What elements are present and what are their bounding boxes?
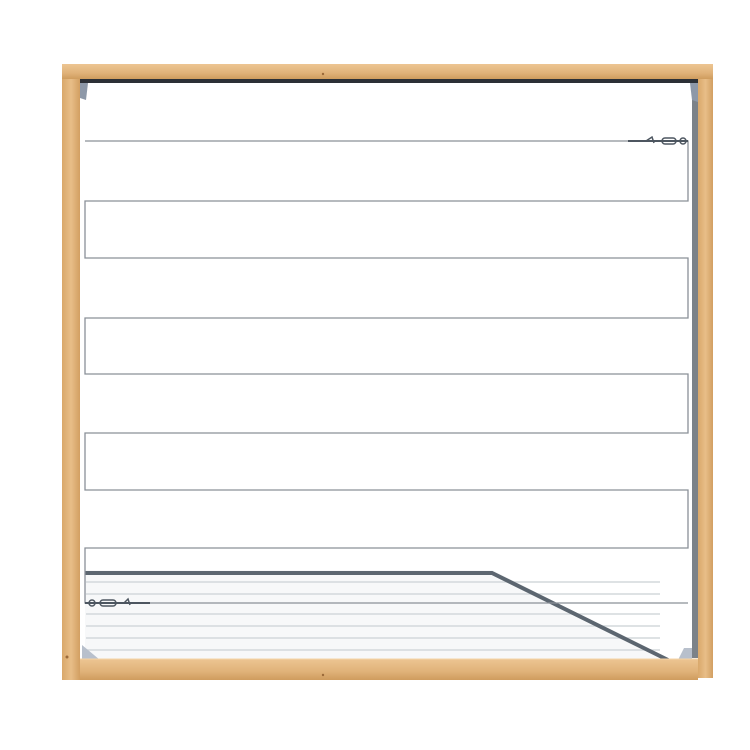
top-rail — [62, 64, 713, 79]
floor-shadow — [85, 570, 670, 662]
floor-lines — [86, 581, 660, 651]
turnbuckle-top-right-icon — [628, 135, 688, 145]
right-post-inner-face — [692, 83, 698, 658]
cable-path — [84, 140, 689, 604]
right-post — [698, 64, 713, 678]
turnbuckle-bottom-left-icon — [85, 597, 150, 607]
top-rail-shadow — [80, 79, 698, 83]
wood-frame — [62, 64, 713, 680]
left-post — [62, 64, 80, 680]
corner-bracket-icon — [690, 83, 698, 102]
floor-shadow-edge — [85, 571, 669, 662]
bottom-rail — [80, 659, 698, 680]
corner-bracket-icon — [80, 83, 88, 100]
corner-bracket-icon — [82, 645, 100, 662]
cable — [84, 140, 689, 604]
corner-bracket-icon — [678, 648, 692, 660]
